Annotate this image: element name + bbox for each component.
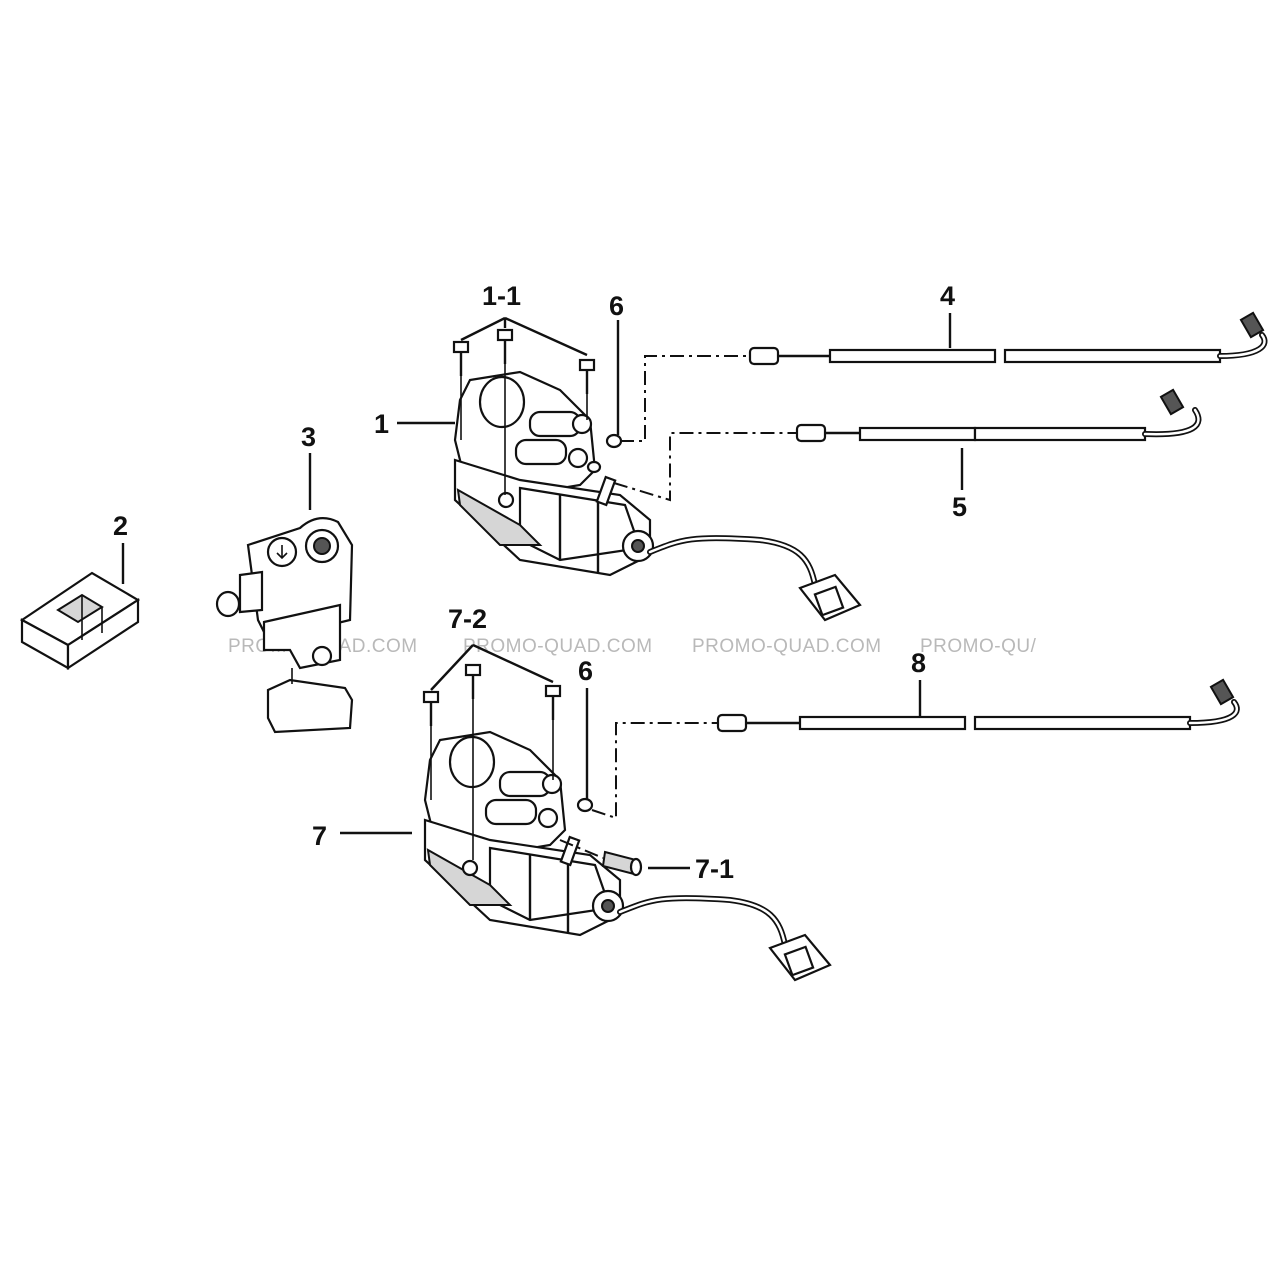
callout-1-1: 1-1 [482,281,521,311]
bolt-icon [422,663,562,860]
actuator-motor-icon [423,730,832,982]
callout-3: 3 [301,422,316,452]
callout-4: 4 [940,281,955,311]
callout-2: 2 [113,511,128,541]
bolt-icon [452,328,596,495]
callout-7-2: 7-2 [448,604,487,634]
selector-switch-icon [215,517,354,734]
control-cable-icon [795,388,1202,443]
callout-7: 7 [312,821,327,851]
actuator-motor-icon [453,370,862,622]
watermark-3: PROMO-QUAD.COM [692,636,882,657]
watermark-2: PROMO-QUAD.COM [463,636,653,657]
callout-1: 1 [374,409,389,439]
callout-6-top: 6 [609,291,624,321]
leader-lines [121,313,964,870]
callout-8: 8 [911,648,926,678]
callout-labels: 1 1-1 2 3 4 5 6 6 7 7-1 7-2 8 [113,281,967,884]
bolt-icon [559,839,643,877]
watermark-4: PROMO-QU/ [920,636,1037,657]
watermark-row: PROMO-QUAD.COM PROMO-QUAD.COM PROMO-QUAD… [228,636,1037,657]
callout-6-bottom: 6 [578,656,593,686]
callout-5: 5 [952,492,967,522]
control-cable-icon [716,678,1240,733]
relay-box-icon [19,571,141,671]
control-cable-icon [748,311,1268,366]
callout-7-1: 7-1 [695,854,734,884]
washer-icon [559,797,594,867]
